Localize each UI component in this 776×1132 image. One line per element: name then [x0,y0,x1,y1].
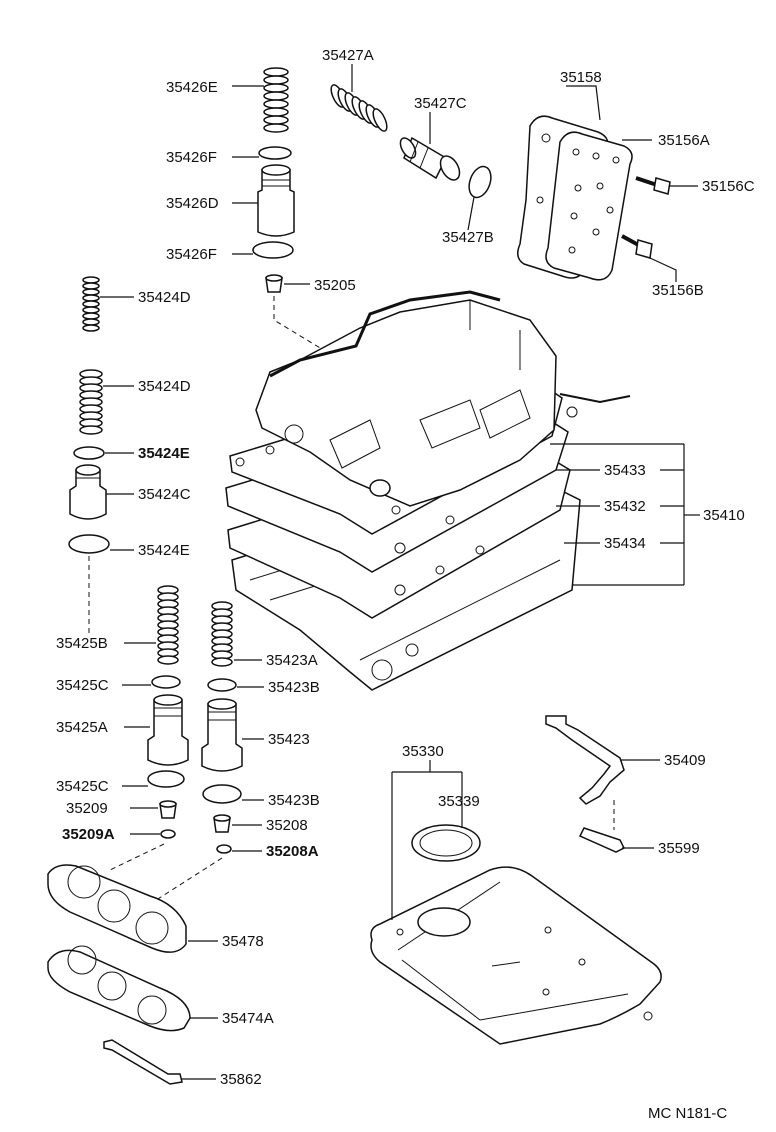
label-35424D-upper: 35424D [138,289,191,306]
spring-35427A [330,84,388,132]
o-ring-35425C-lower [147,770,185,788]
o-ring-35425C-upper [151,675,181,689]
label-35423B-upper: 35423B [268,679,320,696]
label-35426F-upper: 35426F [166,149,217,166]
label-35426D: 35426D [166,195,219,212]
label-35410: 35410 [703,507,745,524]
label-35208A: 35208A [266,843,319,860]
label-35427A: 35427A [322,47,374,64]
label-35423: 35423 [268,731,310,748]
label-35425B: 35425B [56,635,108,652]
washer-35208A [216,844,232,854]
check-ball-35209 [159,800,177,819]
o-ring-35423B-upper [207,678,237,692]
label-35424E-lower: 35424E [138,542,190,559]
label-35339: 35339 [438,793,480,810]
label-35330: 35330 [402,743,444,760]
washer-35209A [160,829,176,839]
o-ring-35424E-upper [73,446,105,460]
label-35432: 35432 [604,498,646,515]
piston-35423 [201,698,243,772]
label-35423B-lower: 35423B [268,792,320,809]
label-35156A: 35156A [658,132,710,149]
label-35425C-upper: 35425C [56,677,109,694]
label-35424D-lower: 35424D [138,378,191,395]
o-ring-35426F-lower [252,241,294,259]
valve-body-35410 [225,290,631,691]
gasket-35339 [411,824,481,862]
o-ring-35423B-lower [202,784,242,804]
gasket-35156A [545,131,633,281]
piston-35424C [69,464,107,520]
check-ball-35205 [265,274,283,293]
label-35434: 35434 [604,535,646,552]
o-ring-35426F-upper [258,146,292,160]
label-35156C: 35156C [702,178,755,195]
label-35474A: 35474A [222,1010,274,1027]
spring-35423A [211,601,233,667]
o-ring-35427B [468,165,492,199]
label-35478: 35478 [222,933,264,950]
diagram-code: MC N181-C [648,1105,727,1122]
label-35425A: 35425A [56,719,108,736]
label-35426E: 35426E [166,79,218,96]
label-35427C: 35427C [414,95,467,112]
label-35433: 35433 [604,462,646,479]
label-35425C-lower: 35425C [56,778,109,795]
label-35156B: 35156B [652,282,704,299]
clip-35862 [103,1039,183,1085]
o-ring-35424E-lower [68,534,110,554]
label-35209A: 35209A [62,826,115,843]
label-35208: 35208 [266,817,308,834]
label-35205: 35205 [314,277,356,294]
label-35426F-lower: 35426F [166,246,217,263]
clip-35599 [578,827,626,853]
gasket-35478 [47,864,187,953]
label-35424E-upper: 35424E [138,445,190,462]
label-35423A: 35423A [266,652,318,669]
oil-pan-35330 [370,866,662,1045]
plate-35474A [47,945,191,1032]
label-35862: 35862 [220,1071,262,1088]
valve-35427C [399,136,461,181]
check-ball-35208 [213,814,231,833]
bolt-35156C [635,176,671,195]
bracket-35409 [545,715,625,805]
piston-35426D [257,164,295,237]
label-35427B: 35427B [442,229,494,246]
spring-35426E [263,67,289,133]
spring-35424D-lower [79,369,103,435]
label-35209: 35209 [66,800,108,817]
piston-35425A [147,694,189,766]
spring-35424D-upper [82,276,100,332]
spring-35425B [157,585,179,665]
label-35409: 35409 [664,752,706,769]
bolt-35156B [621,234,653,259]
label-35424C: 35424C [138,486,191,503]
label-35158: 35158 [560,69,602,86]
label-35599: 35599 [658,840,700,857]
